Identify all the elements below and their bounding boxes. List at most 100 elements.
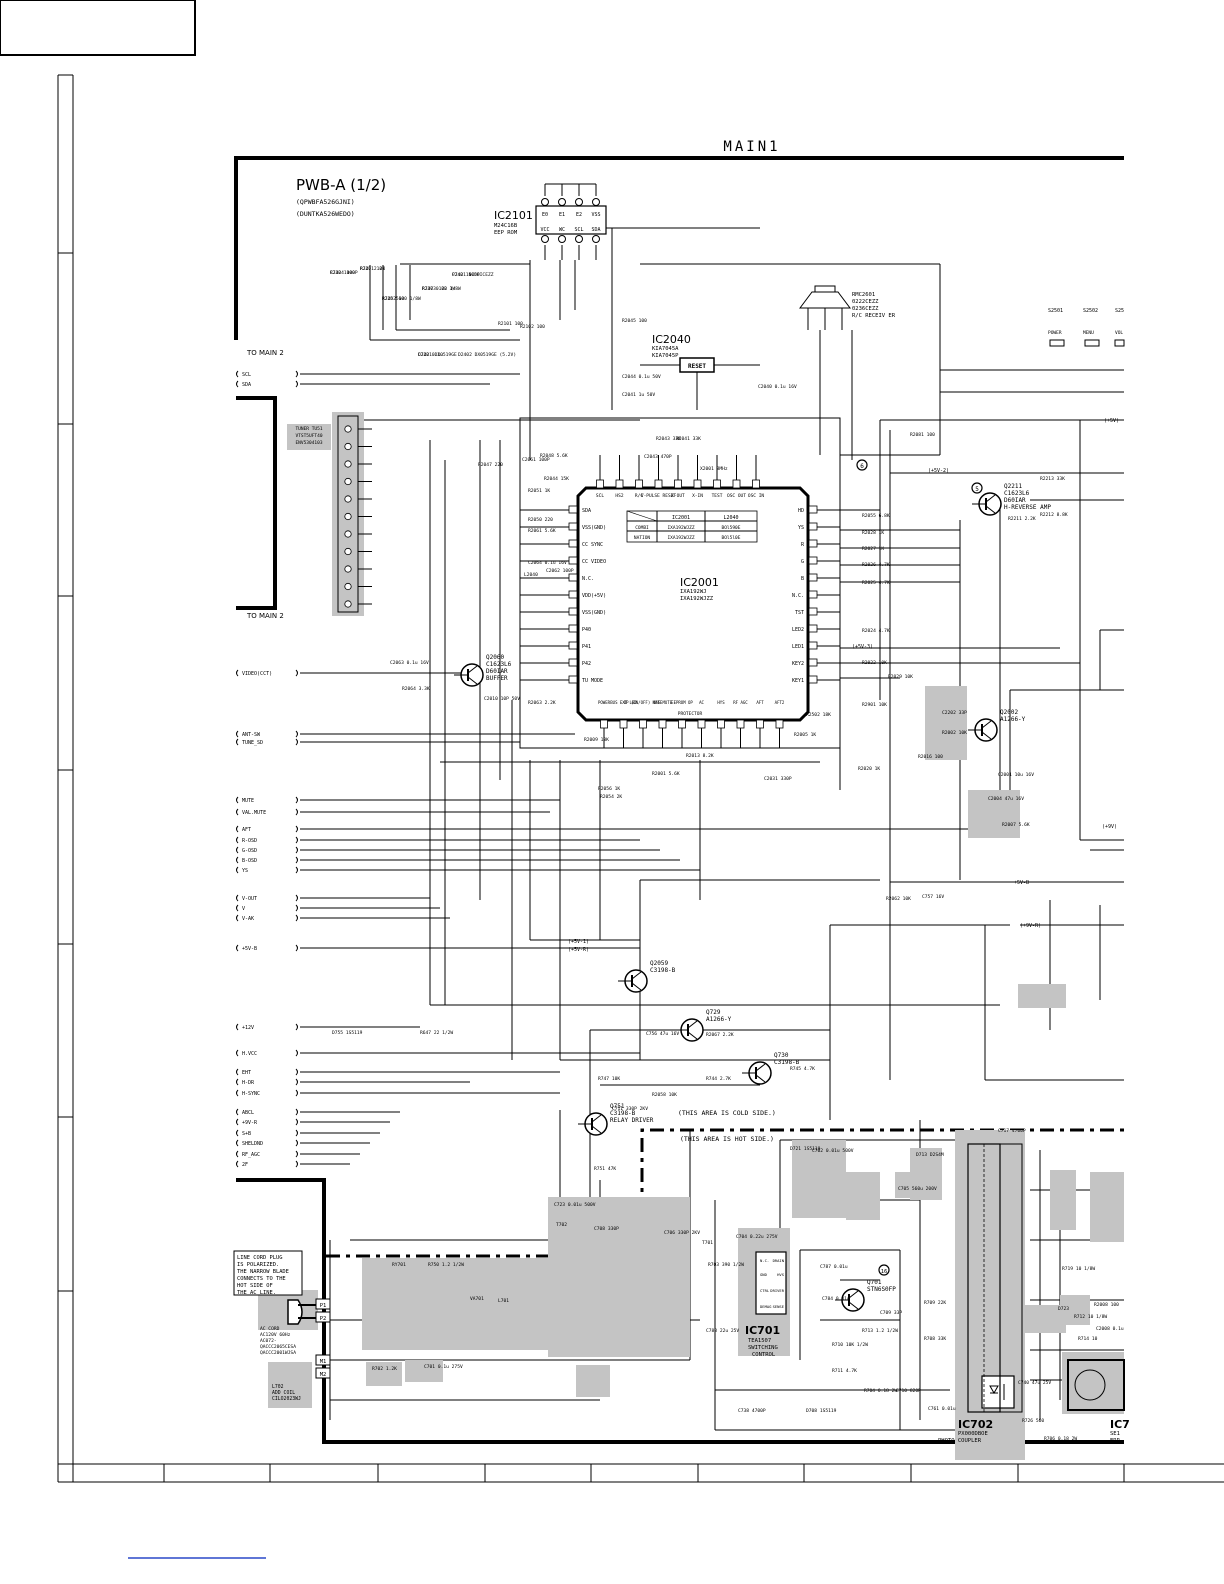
ic2001-protector-label: PROTECTOR [678, 711, 703, 717]
component-label: C717 4700P [998, 1128, 1026, 1134]
supply-rail-label: (+9V) [1102, 824, 1117, 830]
ic2101-pin-vss: VSS [591, 212, 600, 218]
component-label: R706 0.18 2W [1044, 1436, 1077, 1442]
ic2001-pin-box [808, 505, 818, 514]
ic701-pin-drain: DRAIN [773, 1258, 785, 1263]
component-label: C709 33P [880, 1310, 902, 1316]
ic2001-pin-box [756, 719, 764, 729]
component-label: R2054 2K [600, 794, 622, 800]
connector-arrow [295, 380, 298, 388]
component-label: R2064 3.3K [402, 686, 430, 692]
transistor-emitter [981, 731, 992, 740]
connector-arrow [295, 1089, 298, 1097]
ic703-error-amp: IC7 SE1 ERR [1067, 1359, 1130, 1444]
component-label: R2047 220 [478, 462, 503, 468]
component-label: R2402 100 1/8W [382, 296, 421, 302]
ic2001-bottom-pin-label: AFT [756, 700, 764, 705]
transistor-part: C3198-B [650, 967, 676, 974]
ic2001-top-pin-label: V-PULSE RESET [641, 493, 677, 499]
connector-arrow [295, 1078, 298, 1086]
ic2001-pin-box [732, 479, 741, 489]
transistor-collector [591, 1114, 602, 1123]
connector-arrow [295, 1108, 298, 1116]
connector-arrow [295, 1139, 298, 1147]
transistor-part2: D60IAR [1004, 497, 1026, 504]
connector-arrow [236, 1118, 239, 1126]
switch-s25[interactable]: S25 VOL [1114, 308, 1125, 347]
supply-rail-labels: +5V-B(+5V-1)(+5V-R)(+9V-R)(+9V)(+5V)(+5V… [568, 418, 1119, 953]
connector-arrow [236, 1023, 239, 1031]
supply-rail-label: (+5V-3) [852, 644, 873, 650]
component-label: R2502 18K [806, 712, 831, 718]
ic2001-pin-box [808, 539, 818, 548]
connector-arrow [295, 944, 298, 952]
component-label: D2402 DX0519GE (5.2V) [458, 352, 516, 358]
ic2001-bottom-pin-label: AC [699, 700, 704, 705]
component-label: R2051 1K [528, 488, 550, 494]
connector-arrow [236, 1139, 239, 1147]
connector-arrow [236, 730, 239, 738]
connector-arrow [236, 846, 239, 854]
ic2001-pin-box [713, 479, 721, 489]
component-label: R719 10 1/8W [1062, 1266, 1095, 1272]
ic2001-pin-box [697, 719, 706, 729]
component-label: C2043 470P [644, 454, 672, 460]
rmc-part2: 0236CEZZ [852, 306, 879, 312]
ic2001-left-pin-label: VSS(GND) [582, 525, 606, 531]
ic2001-left-pin-label: VSS(GND) [582, 610, 606, 616]
left-signal-label: SCL [242, 372, 251, 378]
connector-arrow [236, 944, 239, 952]
switch-s2501[interactable]: S2501 POWER [1048, 308, 1065, 347]
transistor-part: C1623L6 [486, 661, 512, 668]
component-label: R727 2.2K [360, 266, 385, 272]
ic2001-pin-box [568, 522, 578, 531]
ic2001-right-pin-label: R [801, 542, 805, 548]
left-signal-label: SHELDND [242, 1141, 263, 1147]
switch-s2502[interactable]: S2502 MENU [1083, 308, 1100, 347]
transistor-emitter [848, 1301, 859, 1310]
ic2001-left-pin-label: CC VIDEO [582, 559, 606, 565]
transistor-func: H-REVERSE AMP [1004, 504, 1051, 511]
ic2001-pin-box [568, 607, 578, 616]
supply-rail-label: (+5V-R) [568, 947, 589, 953]
component-label: R703 390 1/2W [708, 1262, 744, 1268]
ic2001-microcontroller: IC2001 IXA192WJ IXA192WJZZ PROTECTOR IC2… [520, 455, 840, 748]
supply-rail-label: +5V-B [1014, 880, 1029, 886]
left-signal-label: ANT-SW [242, 732, 261, 738]
connector-arrow [295, 1118, 298, 1126]
ic2001-bottom-pin-label: BUS EXT LED [610, 700, 637, 705]
left-signal-label: AFT [242, 827, 251, 833]
transistor-emitter [687, 1031, 698, 1040]
transistor-collector [467, 665, 478, 674]
ic701-pin-nc: N.C. [760, 1258, 769, 1263]
component-label: R2050 220 [528, 517, 553, 523]
board-name: PWB-A (1/2) [296, 176, 386, 194]
transistor-ref: Q2002 [1000, 709, 1018, 716]
component-label: R2061 5.6K [528, 528, 556, 534]
ic2001-top-pin-label: X-OUT [671, 493, 685, 499]
ic2001-left-pin-label: TU MODE [582, 678, 603, 684]
ic2001-pin-box [568, 539, 578, 548]
component-label: R2016 100 [918, 754, 943, 760]
component-label: C788 22u 25V [706, 1328, 739, 1334]
left-signal-label: G-OSD [242, 848, 257, 854]
switch-s2502-ref: S2502 [1083, 308, 1098, 314]
connector-arrow [236, 856, 239, 864]
ic2001-pin-box [568, 624, 578, 633]
component-label: R2029 10K [888, 674, 913, 680]
transistor-part2: D60IAR [486, 668, 508, 675]
ic701-pin-hvs: HVS [777, 1272, 785, 1277]
component-label: R2062 10K [886, 896, 911, 902]
left-signal-label: B-OSD [242, 858, 257, 864]
ic2001-pin-box [808, 556, 818, 565]
ic701-func2: CONTROL [752, 1352, 776, 1358]
connector-arrow [236, 1129, 239, 1137]
ic701-pin-ctrl: CTRL [760, 1288, 770, 1293]
component-label: C2062 100P [546, 568, 574, 574]
ic2001-left-pin-label: VDD(+5V) [582, 593, 606, 599]
component-label: X2001 8MHz [700, 466, 728, 472]
connector-arrow [295, 846, 298, 854]
ic2101-func: EEP ROM [494, 230, 518, 236]
